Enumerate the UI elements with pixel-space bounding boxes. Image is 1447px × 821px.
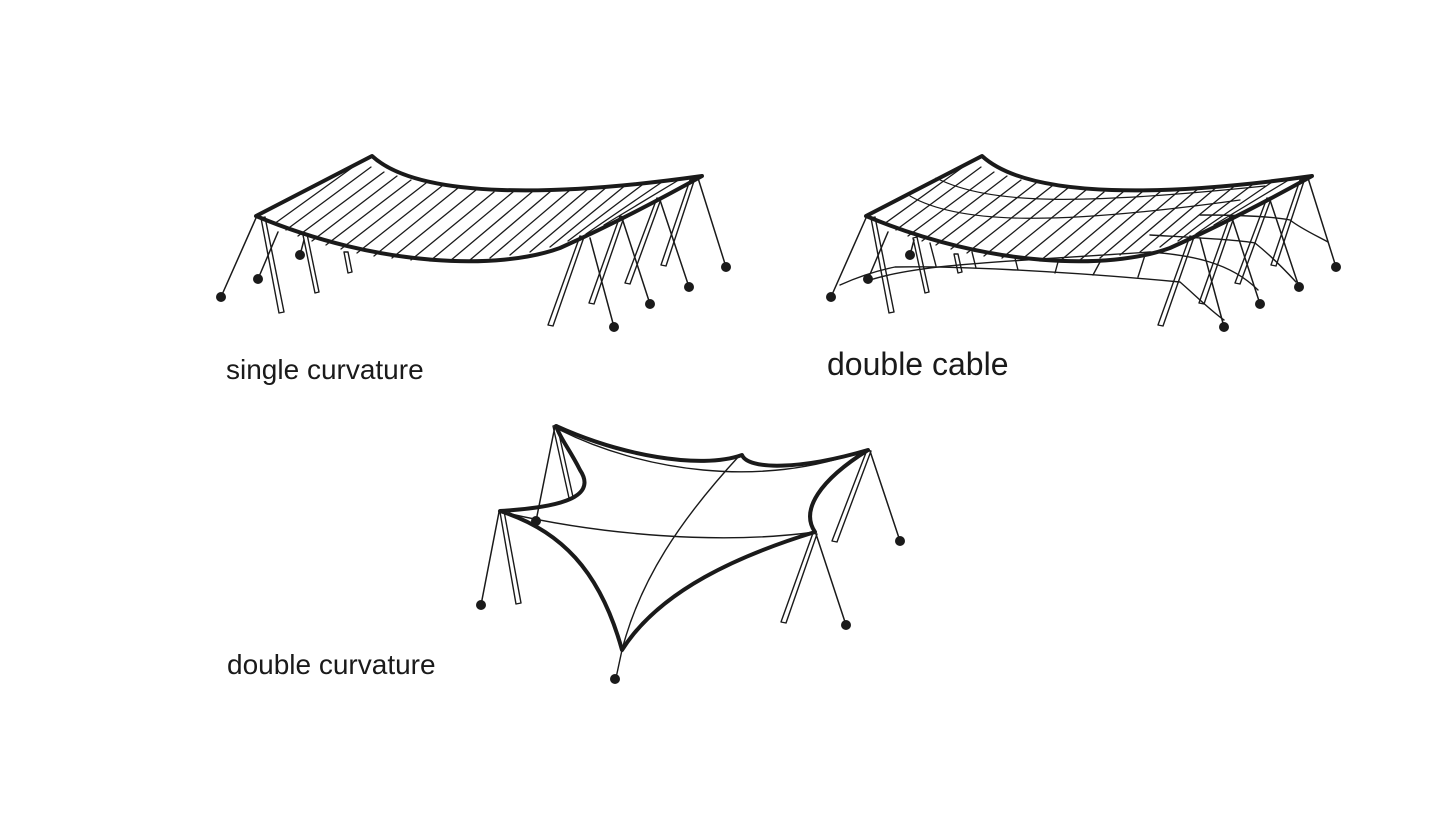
single-anchor-points <box>216 250 731 332</box>
single-guy-cables <box>220 177 727 328</box>
double-curvature-guy-cables <box>480 425 901 626</box>
double-cable-roof-cables <box>909 177 1266 219</box>
double-curvature-structure <box>476 424 905 684</box>
double-curvature-membrane-outline <box>498 424 870 652</box>
double-cable-label: double cable <box>827 346 1009 382</box>
single-roof-outline <box>254 154 704 264</box>
single-roof-hatching <box>273 161 683 262</box>
single-curvature-label: single curvature <box>226 354 424 385</box>
double-cable-anchor-points <box>826 250 1341 332</box>
double-cable-roof-hatching <box>883 161 1293 262</box>
single-curvature-structure <box>216 154 731 332</box>
double-curvature-label: double curvature <box>227 649 436 680</box>
double-cable-lower-cables <box>839 214 1329 321</box>
double-curvature-anchor-points <box>476 516 905 684</box>
double-cable-roof-outline <box>864 154 1314 264</box>
double-cable-masts <box>870 179 1305 327</box>
double-cable-guy-cables <box>830 177 1337 328</box>
double-cable-structure <box>826 154 1341 332</box>
